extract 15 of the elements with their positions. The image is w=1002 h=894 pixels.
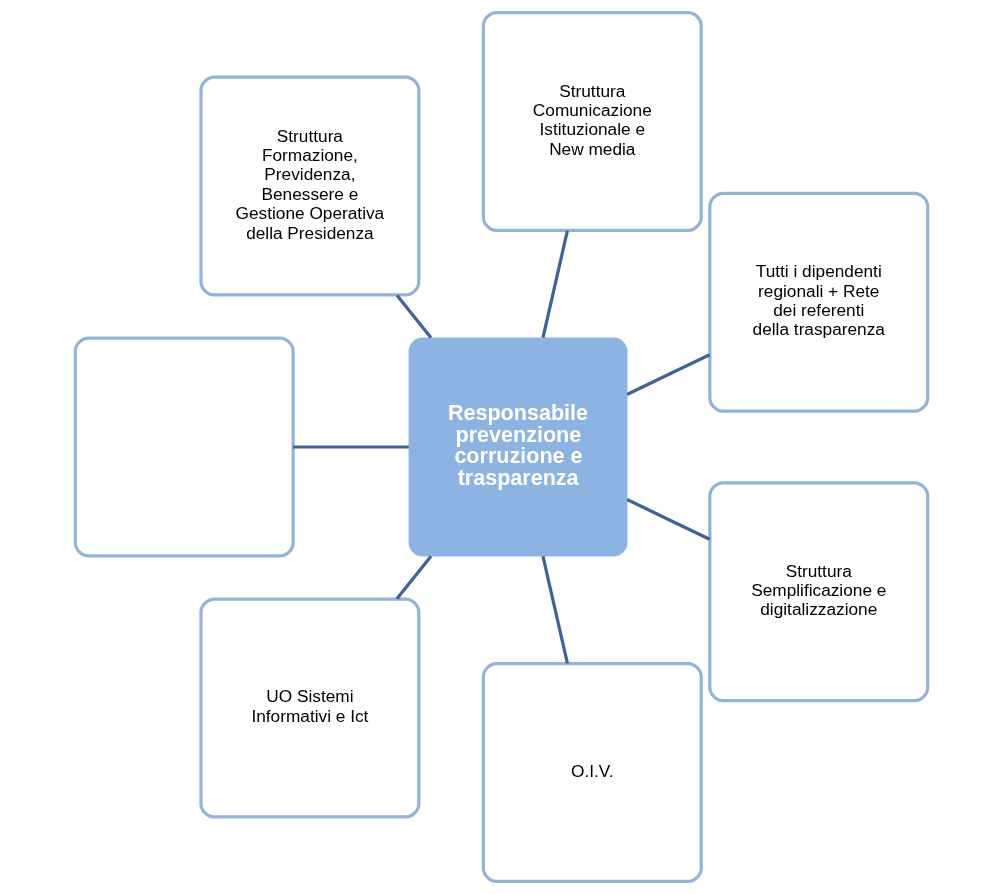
connector (395, 555, 432, 600)
connector (292, 445, 409, 449)
node-box: O.I.V. (481, 661, 703, 883)
connector (625, 353, 710, 396)
node-box: Tutti i dipendenti regionali + Rete dei referenti della trasparenza (707, 191, 929, 413)
node-box: Struttura Formazione, Previdenza, Benessere e Gestione Operativa della Presidenza (198, 75, 420, 297)
node-box: UO Sistemi Informativi e Ict (198, 597, 420, 819)
connector (540, 555, 569, 664)
node-box: Responsabile prevenzione corruzione e trasparenza (408, 337, 627, 557)
connector (540, 230, 569, 339)
connector (395, 294, 432, 339)
node-box: Struttura Semplificazione e digitalizzazione (707, 481, 929, 703)
connector (625, 498, 710, 541)
node-box (73, 336, 295, 558)
node-box: Struttura Comunicazione Istituzionale e New media (481, 11, 703, 233)
